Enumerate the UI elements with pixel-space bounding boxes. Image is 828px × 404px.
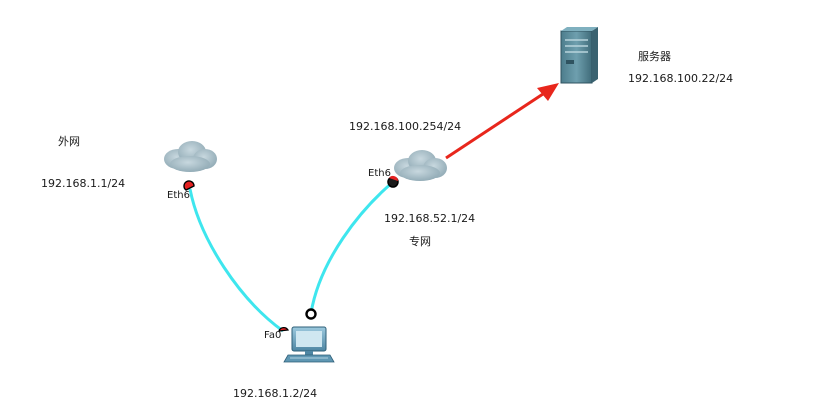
link-private-to-pc[interactable] <box>309 180 394 314</box>
external-network-label: 外网 <box>58 135 80 148</box>
port-indicator-pc-upper <box>305 308 317 320</box>
cloud-icon[interactable] <box>394 150 447 181</box>
private-port-label: Eth6 <box>368 168 391 179</box>
port-indicator-pc-fa0 <box>278 327 290 332</box>
pc-icon[interactable] <box>283 326 335 363</box>
pc-port-label: Fa0 <box>264 330 282 341</box>
private-network-label: 专网 <box>409 235 431 248</box>
pc-ip-label: 192.168.1.2/24 <box>233 387 318 400</box>
red-arrow-head <box>537 83 559 101</box>
port-indicator-external-eth6 <box>183 180 195 191</box>
private-upper-ip-label: 192.168.100.254/24 <box>349 120 462 133</box>
red-arrow <box>445 90 547 160</box>
server-name-label: 服务器 <box>638 50 671 63</box>
cloud-icon[interactable] <box>164 141 217 172</box>
private-ip-label: 192.168.52.1/24 <box>384 212 476 225</box>
link-external-to-pc[interactable] <box>188 188 284 333</box>
external-port-label: Eth6 <box>167 190 190 201</box>
server-icon[interactable] <box>560 27 598 84</box>
server-ip-label: 192.168.100.22/24 <box>628 72 734 85</box>
external-ip-label: 192.168.1.1/24 <box>41 177 126 190</box>
port-indicator-private-eth6-red <box>389 176 398 181</box>
